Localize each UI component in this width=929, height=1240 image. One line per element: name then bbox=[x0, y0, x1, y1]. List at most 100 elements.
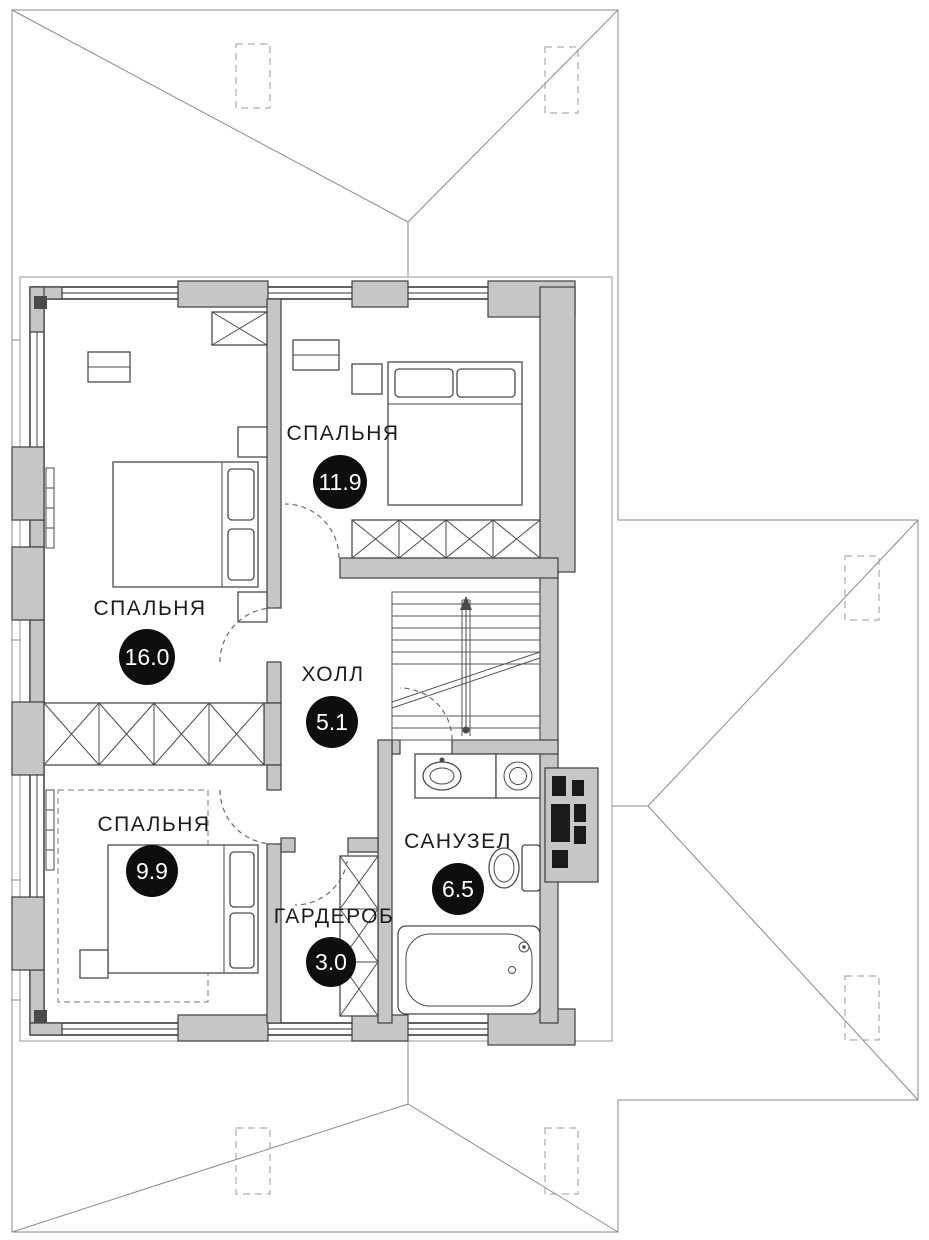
area-value: 11.9 bbox=[318, 469, 361, 495]
roof-vent-dashed bbox=[235, 43, 271, 109]
wall-segment bbox=[266, 843, 282, 1024]
wall-pier bbox=[177, 1014, 269, 1042]
roof-vent-dashed bbox=[844, 555, 880, 621]
chimney-block bbox=[544, 767, 599, 883]
door-arc bbox=[399, 687, 453, 741]
toilet-icon bbox=[488, 844, 541, 892]
wall-segment bbox=[29, 619, 45, 704]
wall-pier bbox=[11, 896, 45, 971]
roof-vent-dashed bbox=[544, 46, 579, 114]
area-value: 16.0 bbox=[125, 644, 170, 670]
nightstand-icon bbox=[237, 591, 268, 623]
wall-segment bbox=[280, 837, 296, 853]
nightstand-icon bbox=[79, 949, 109, 979]
door-arc bbox=[219, 789, 275, 845]
washing-machine-icon bbox=[495, 753, 541, 799]
wall-pier bbox=[351, 280, 409, 308]
wall-pier bbox=[177, 280, 269, 308]
area-badge: 5.1 bbox=[306, 696, 358, 748]
room-name: ХОЛЛ bbox=[302, 663, 365, 686]
wall-segment bbox=[263, 702, 282, 766]
roof-hip-line bbox=[647, 805, 919, 1101]
wall-pier bbox=[11, 546, 45, 621]
area-value: 3.0 bbox=[315, 949, 347, 975]
area-badge: 6.5 bbox=[432, 863, 484, 915]
room-name: ГАРДЕРОБ bbox=[274, 905, 394, 928]
room-name: СПАЛЬНЯ bbox=[286, 422, 399, 445]
stairs-direction-arrow bbox=[460, 596, 472, 734]
room-bedroom-bottom-left: СПАЛЬНЯ 9.9 bbox=[97, 813, 210, 897]
door-arc bbox=[219, 607, 275, 663]
wall-segment bbox=[339, 557, 559, 579]
corner-marker bbox=[34, 296, 47, 309]
wall-pier bbox=[487, 1008, 576, 1046]
roof-plan bbox=[11, 9, 919, 1233]
bathtub-icon bbox=[397, 925, 541, 1015]
radiator-icon bbox=[45, 467, 55, 549]
room-name: СПАЛЬНЯ bbox=[93, 597, 206, 620]
wall-segment bbox=[539, 571, 559, 745]
roof-hip-line bbox=[11, 1103, 409, 1233]
nightstand-icon bbox=[237, 426, 268, 458]
area-badge-circle bbox=[126, 845, 178, 897]
roof-vent-dashed bbox=[544, 1127, 579, 1195]
roof-vent-dashed bbox=[235, 1127, 271, 1195]
door-arc bbox=[284, 503, 340, 559]
wardrobe-icon bbox=[211, 311, 268, 346]
wall-segment bbox=[377, 739, 393, 1024]
stairs-icon bbox=[391, 591, 541, 741]
wall-pier bbox=[11, 446, 45, 521]
room-bedroom-left: СПАЛЬНЯ 16.0 bbox=[93, 597, 206, 685]
wall-pier bbox=[11, 701, 45, 776]
nightstand-icon bbox=[351, 363, 383, 395]
room-bedroom-top-right: СПАЛЬНЯ 11.9 bbox=[286, 422, 399, 509]
wall-segment bbox=[29, 519, 45, 548]
furniture bbox=[43, 311, 541, 1017]
wall-segment bbox=[266, 764, 282, 791]
closet-icon bbox=[339, 855, 379, 1017]
room-hall: ХОЛЛ 5.1 bbox=[302, 663, 365, 748]
roof-hip-line bbox=[407, 1103, 619, 1233]
dresser-icon bbox=[292, 339, 340, 371]
area-badge: 11.9 bbox=[313, 455, 367, 509]
roof-hip-line bbox=[407, 9, 619, 223]
roof-hip-line bbox=[11, 9, 409, 223]
bed-icon bbox=[387, 361, 523, 506]
area-badge-circle bbox=[306, 696, 358, 748]
room-name: САНУЗЕЛ bbox=[404, 830, 512, 853]
area-badge-circle bbox=[306, 937, 356, 987]
area-value: 6.5 bbox=[442, 876, 474, 902]
wall-segment bbox=[347, 837, 379, 853]
wall-segment bbox=[266, 298, 282, 609]
wall-segment bbox=[451, 739, 559, 755]
area-badge-circle bbox=[313, 455, 367, 509]
area-badge: 3.0 bbox=[306, 937, 356, 987]
bed-icon bbox=[112, 461, 259, 588]
closet-icon bbox=[43, 702, 265, 766]
wall-segment bbox=[29, 286, 45, 333]
area-badge-circle bbox=[432, 863, 484, 915]
area-badge: 16.0 bbox=[119, 629, 175, 685]
bed-icon bbox=[107, 844, 259, 974]
area-badge: 9.9 bbox=[126, 845, 178, 897]
room-wardrobe: ГАРДЕРОБ 3.0 bbox=[274, 905, 394, 987]
roof-vent-dashed bbox=[844, 975, 880, 1041]
corner-marker bbox=[34, 1010, 47, 1023]
area-value: 5.1 bbox=[316, 709, 348, 735]
roof-hip-line bbox=[647, 519, 919, 807]
door-arc bbox=[294, 851, 349, 906]
wall-segment bbox=[391, 739, 401, 755]
closet-icon bbox=[351, 519, 541, 559]
room-labels: СПАЛЬНЯ 11.9 СПАЛЬНЯ 16.0 ХОЛЛ 5.1 СПАЛЬ… bbox=[93, 422, 512, 987]
wall-segment bbox=[29, 1022, 63, 1036]
wall-segment bbox=[266, 661, 282, 704]
door-arcs bbox=[219, 503, 453, 906]
area-badge-circle bbox=[119, 629, 175, 685]
sink-icon bbox=[414, 753, 497, 799]
area-value: 9.9 bbox=[136, 858, 168, 884]
room-name: СПАЛЬНЯ bbox=[97, 813, 210, 836]
wall-segment bbox=[539, 286, 576, 573]
radiator-icon bbox=[45, 789, 55, 871]
